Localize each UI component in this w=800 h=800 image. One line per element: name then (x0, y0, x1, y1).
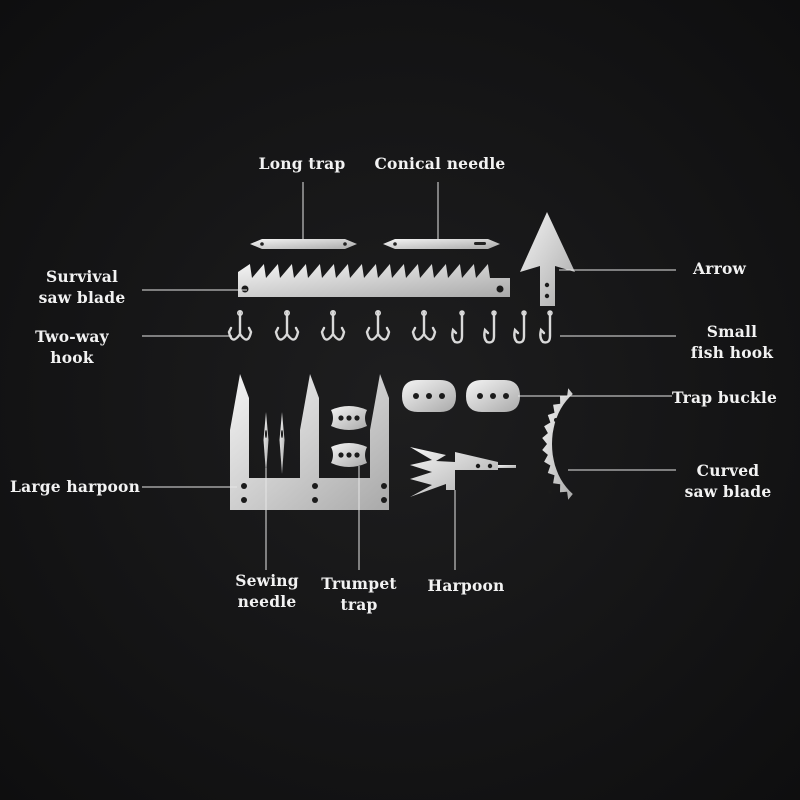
label-line: Sewing (235, 571, 299, 590)
two-way-hook-part (227, 309, 437, 341)
label-large-harpoon: Large harpoon (10, 477, 141, 496)
two-way-hook (365, 310, 391, 341)
label-trap-buckle: Trap buckle (672, 388, 778, 407)
label-line: saw blade (38, 288, 126, 307)
hook-eye (237, 309, 244, 316)
hook-eye (547, 310, 553, 316)
label-conical-needle: Conical needle (374, 154, 506, 173)
label-line: saw blade (684, 482, 772, 501)
two-way-hook (274, 310, 300, 341)
fish-hook (513, 310, 526, 344)
hook-eye (420, 309, 427, 316)
fish-hook (539, 310, 552, 344)
label-arrow: Arrow (693, 259, 747, 278)
harpoon-part (410, 447, 516, 497)
label-line: needle (237, 592, 297, 611)
conical-needle-part (383, 239, 500, 249)
label-long-trap: Long trap (258, 154, 346, 173)
label-line: Curved (696, 461, 760, 480)
trumpet-trap-part (331, 406, 367, 467)
fish-hook (451, 310, 464, 344)
hook-eye (283, 309, 290, 316)
label-two-way-hook: Two-way hook (22, 326, 122, 368)
two-way-hook (227, 310, 253, 341)
arrow-part (520, 212, 575, 306)
hook-eye (374, 309, 381, 316)
label-line: fish hook (690, 343, 774, 362)
curved-saw-blade-part (542, 388, 573, 500)
hook-eye (329, 309, 336, 316)
label-line: Two-way (35, 327, 109, 346)
hook-eye (459, 310, 465, 316)
hook-eye (491, 310, 497, 316)
hook-eye (521, 310, 527, 316)
label-harpoon: Harpoon (427, 576, 505, 595)
large-harpoon-part (230, 374, 389, 510)
survival-saw-blade-part (238, 264, 510, 297)
long-trap-part (250, 239, 357, 249)
label-line: trap (340, 595, 378, 614)
fish-hook (483, 310, 496, 344)
two-way-hook (411, 310, 437, 341)
label-survival-saw-blade: Survival saw blade (22, 266, 142, 308)
label-line: Small (706, 322, 758, 341)
small-fish-hook-part (451, 310, 553, 344)
label-line: Trumpet (321, 574, 397, 593)
two-way-hook (320, 310, 346, 341)
sewing-needle-part (263, 412, 285, 474)
label-trumpet-trap: Trumpet trap (312, 573, 406, 615)
label-small-fish-hook: Small fish hook (672, 321, 792, 363)
label-line: hook (50, 348, 94, 367)
label-curved-saw-blade: Curved saw blade (668, 460, 788, 502)
label-sewing-needle: Sewing needle (222, 570, 312, 612)
label-line: Survival (45, 267, 119, 286)
trap-buckle-part (402, 380, 520, 412)
